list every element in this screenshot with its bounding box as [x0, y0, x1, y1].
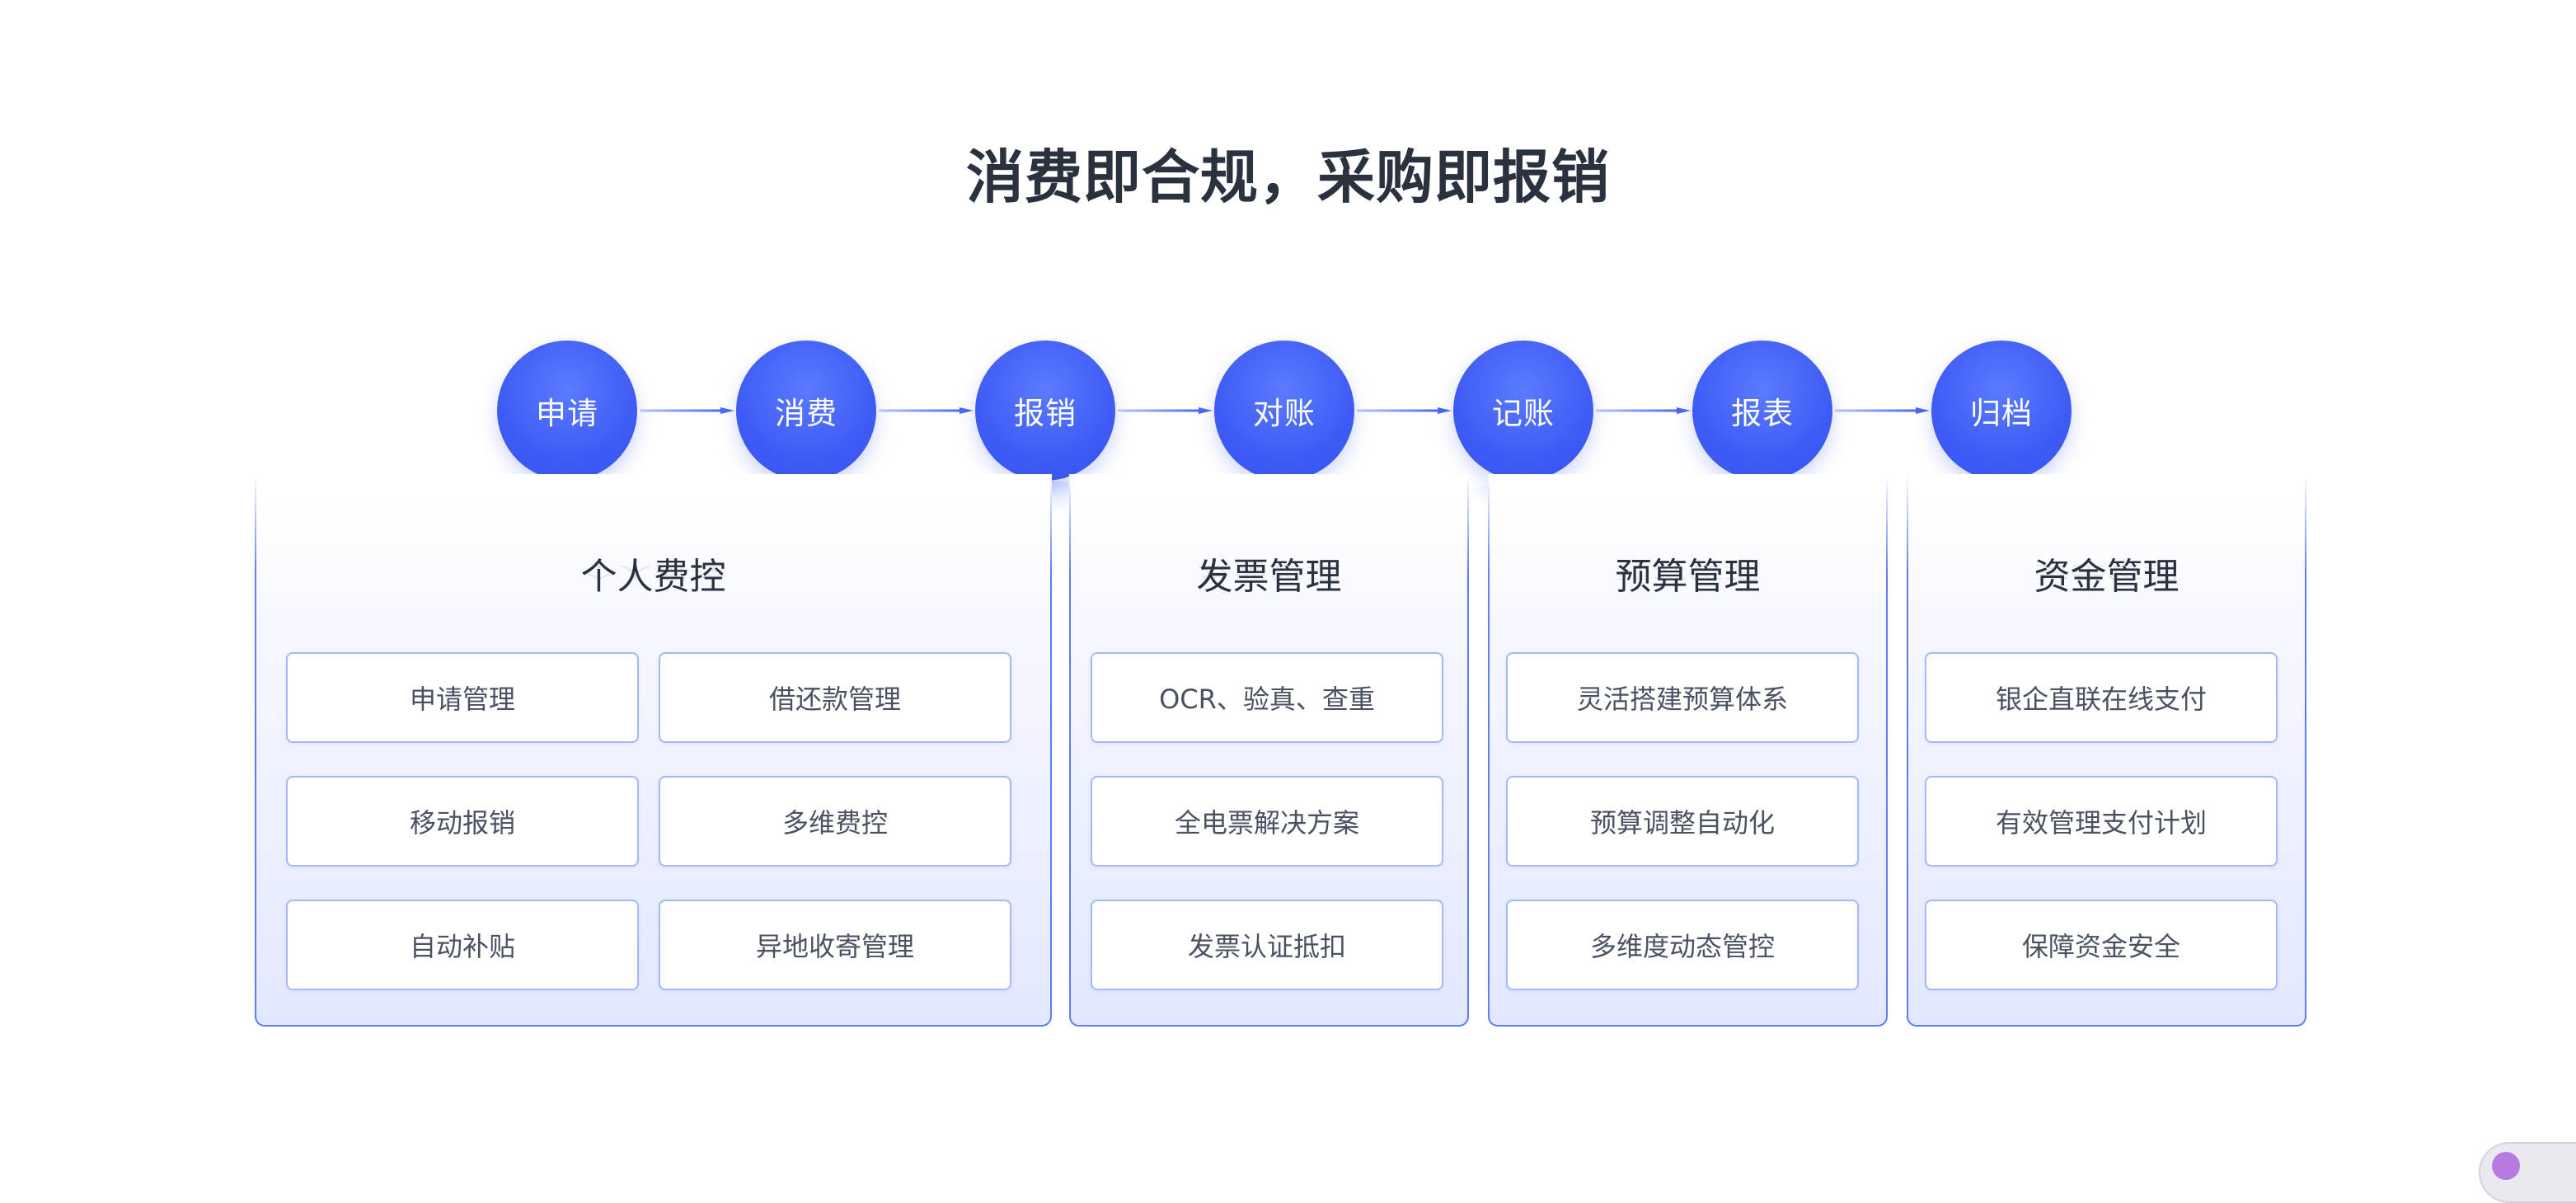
- flow-step-label: 申请: [497, 341, 637, 481]
- flow-step-label: 记账: [1453, 341, 1593, 481]
- flow-arrow-icon: [879, 407, 974, 414]
- panel-title: 发票管理: [1196, 556, 1342, 598]
- panel-budget-management: 预算管理 预算管理 灵活搭建预算体系 预算调整自动化 多维度动态管控: [1488, 474, 1888, 1027]
- flow-arrow-icon: [1596, 407, 1691, 414]
- flow-step-label: 归档: [1931, 341, 2072, 481]
- panel-item: 自动补贴: [286, 900, 639, 990]
- flow-step-label: 消费: [736, 341, 876, 481]
- panel-fund-management: 资金管理 资金管理 银企直联在线支付 有效管理支付计划 保障资金安全: [1907, 474, 2306, 1027]
- flow-step-label: 报表: [1692, 341, 1832, 481]
- panel-item: 多维费控: [659, 776, 1011, 867]
- panel-title: 预算管理: [1615, 556, 1761, 598]
- panel-item: 申请管理: [286, 652, 639, 743]
- panel-personal-expense-control: 个人费控 个人费控 申请管理 借还款管理 移动报销 多维费控 自动补贴 异地收寄…: [255, 474, 1052, 1027]
- panel-item: 借还款管理: [659, 652, 1011, 743]
- flow-step-bookkeeping: 记账: [1453, 341, 1593, 514]
- panel-item: OCR、验真、查重: [1091, 652, 1443, 743]
- panel-item: 移动报销: [286, 776, 639, 867]
- assistant-icon: [2492, 1152, 2520, 1180]
- flow-step-reconcile: 对账: [1214, 341, 1354, 514]
- panel-item: 银企直联在线支付: [1925, 652, 2278, 743]
- flow-step-label: 报销: [975, 341, 1115, 481]
- flow-step-reimburse: 报销: [975, 341, 1115, 514]
- panel-item: 多维度动态管控: [1506, 900, 1859, 990]
- panel-item: 发票认证抵扣: [1091, 900, 1443, 990]
- panel-item: 有效管理支付计划: [1925, 776, 2278, 867]
- flow-step-label: 对账: [1214, 341, 1354, 481]
- flow-arrow-icon: [1357, 407, 1452, 414]
- flow-step-archive: 归档: [1931, 341, 2072, 514]
- flow-arrow-icon: [1118, 407, 1213, 414]
- corner-assistant-widget[interactable]: [2479, 1142, 2576, 1203]
- flow-arrow-icon: [1835, 407, 1930, 414]
- flow-step-report: 报表: [1692, 341, 1832, 514]
- flow-arrow-icon: [640, 407, 734, 414]
- page-title: 消费即合规，采购即报销: [966, 143, 1610, 211]
- panel-item: 灵活搭建预算体系: [1506, 652, 1859, 743]
- panel-invoice-management: 发票管理 发票管理 OCR、验真、查重 全电票解决方案 发票认证抵扣: [1069, 474, 1469, 1027]
- panel-item: 预算调整自动化: [1506, 776, 1859, 867]
- panel-title: 个人费控: [580, 556, 726, 598]
- panel-item: 全电票解决方案: [1091, 776, 1443, 867]
- panel-item: 异地收寄管理: [659, 900, 1011, 990]
- panel-item: 保障资金安全: [1925, 900, 2278, 990]
- flow-step-consume: 消费: [736, 341, 876, 514]
- panel-title: 资金管理: [2034, 556, 2180, 598]
- flow-step-apply: 申请: [497, 341, 637, 514]
